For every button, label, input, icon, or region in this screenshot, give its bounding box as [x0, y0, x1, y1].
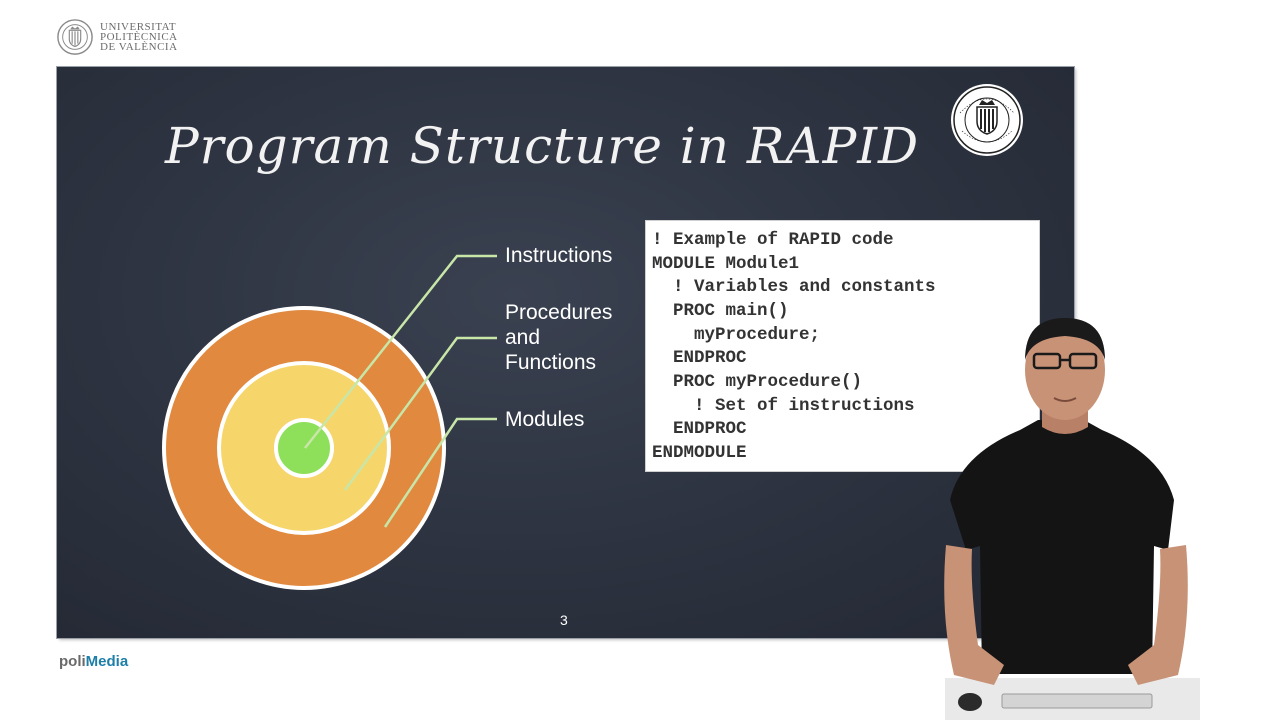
upv-seal-icon — [57, 19, 93, 55]
universidad-politecnica-valencia-seal-icon — [951, 84, 1023, 156]
slide: Program Structure in RAPID Instructions … — [57, 67, 1074, 638]
code-line: PROC main() — [652, 301, 789, 321]
callout-line-modules — [383, 417, 497, 528]
code-line: PROC myProcedure() — [652, 372, 863, 392]
code-line: ENDMODULE — [652, 443, 747, 463]
polimedia-logo: poliMedia — [59, 653, 128, 670]
code-line: ! Example of RAPID code — [652, 230, 894, 250]
label-procedures-functions: Procedures and Functions — [505, 301, 613, 374]
presenter — [944, 318, 1200, 720]
logo-line-3: DE VALÈNCIA — [100, 41, 178, 53]
logo-line-1: UNIVERSITAT — [100, 21, 177, 33]
logo-line-2: POLITÈCNICA — [100, 31, 178, 43]
polimedia-poli: poli — [59, 653, 86, 670]
upv-logo: UNIVERSITAT POLITÈCNICA DE VALÈNCIA — [56, 18, 178, 56]
polimedia-media: Media — [85, 653, 129, 670]
code-line: ENDPROC — [652, 419, 747, 439]
code-example: ! Example of RAPID code MODULE Module1 !… — [645, 220, 1040, 472]
code-line: ! Set of instructions — [652, 396, 915, 416]
code-line: MODULE Module1 — [652, 254, 800, 274]
label-instructions: Instructions — [505, 244, 613, 267]
callout-line-instructions — [304, 254, 497, 449]
code-line: myProcedure; — [652, 325, 821, 345]
callout-line-procedures — [343, 336, 497, 491]
structure-diagram — [162, 254, 497, 590]
slide-title: Program Structure in RAPID — [165, 117, 920, 175]
slide-page-number: 3 — [560, 612, 568, 628]
upv-logo-text: UNIVERSITAT POLITÈCNICA DE VALÈNCIA — [100, 21, 178, 53]
code-line: ! Variables and constants — [652, 277, 936, 297]
label-modules: Modules — [505, 408, 585, 431]
ring-instructions — [274, 418, 334, 478]
code-line: ENDPROC — [652, 348, 747, 368]
